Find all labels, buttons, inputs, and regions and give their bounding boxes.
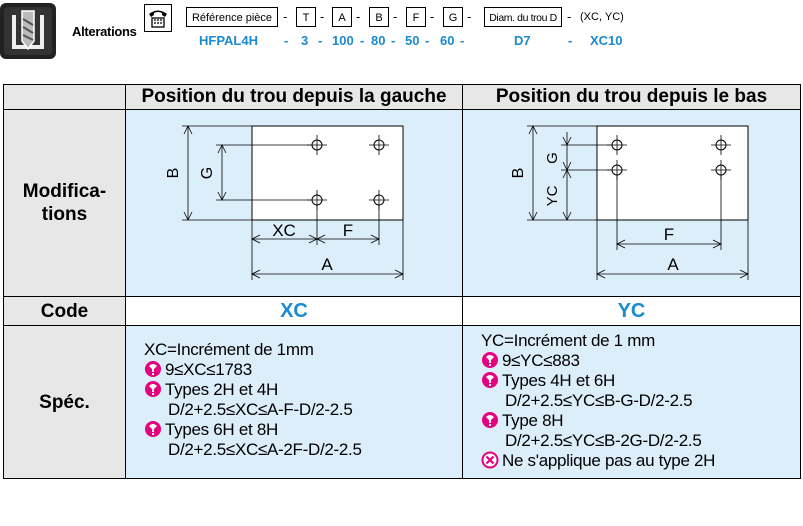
alterations-title: Alterations (72, 24, 137, 39)
alert-icon (482, 372, 498, 388)
dash: - (467, 9, 472, 24)
dim-b-label: B (510, 168, 527, 179)
dim-yc-label: YC (544, 185, 561, 206)
value-dash: - (460, 33, 465, 48)
code-box-a: A (332, 7, 352, 27)
dash: - (430, 9, 435, 24)
code-box-g: G (443, 7, 463, 27)
dim-a-label: A (321, 255, 333, 274)
dim-b-label: B (165, 168, 182, 179)
dim-a-label: A (667, 255, 679, 274)
dash: - (283, 9, 288, 24)
spec-left-line6: D/2+2.5≤XC≤A-2F-D/2-2.5 (168, 440, 362, 459)
value-part-ref: HFPAL4H (199, 33, 258, 48)
row-header-modifications: Modifica- tions (3, 109, 126, 297)
dash: - (320, 9, 325, 24)
value-dash: - (425, 33, 430, 48)
spec-right-line3: Types 4H et 6H (481, 371, 800, 391)
code-box-hole-dia: Diam. du trou D (484, 7, 562, 27)
code-box-f: F (406, 7, 426, 27)
alert-icon (145, 421, 161, 437)
spec-right-line4: D/2+2.5≤YC≤B-G-D/2-2.5 (505, 391, 693, 410)
drawing-left-cell: B G XC F A (125, 109, 463, 297)
value-dash: - (391, 33, 396, 48)
alert-icon (145, 361, 161, 377)
phone-icon (144, 4, 172, 32)
value-dash: - (360, 33, 365, 48)
row-header-code: Code (3, 296, 126, 326)
dim-g-label: G (544, 152, 561, 164)
alert-icon (482, 412, 498, 428)
right-hole-drawing: B G YC F A (510, 125, 749, 280)
left-hole-drawing: B G XC F A (165, 125, 404, 280)
dim-g-label: G (199, 167, 216, 179)
spec-right-line1: YC=Incrément de 1 mm (481, 331, 655, 350)
spec-right-line5: Type 8H (481, 411, 800, 431)
col-header-left: Position du trou depuis la gauche (125, 84, 463, 110)
value-b: 80 (371, 33, 386, 48)
code-right: YC (462, 296, 801, 326)
drawing-right-cell: B G YC F A (462, 109, 801, 297)
dim-f-label: F (343, 221, 353, 240)
value-dash: - (284, 33, 289, 48)
value-xc: XC10 (590, 33, 623, 48)
drill-bit-icon (0, 3, 56, 59)
alterations-table: Position du trou depuis la gauche Positi… (3, 84, 801, 479)
value-dash: - (568, 33, 573, 48)
spec-left-line4: D/2+2.5≤XC≤A-F-D/2-2.5 (168, 400, 353, 419)
spec-right-cell: YC=Incrément de 1 mm 9≤YC≤883 Types 4H e… (462, 325, 801, 479)
value-dash: - (318, 33, 323, 48)
value-g: 60 (440, 33, 455, 48)
spec-right-line6: D/2+2.5≤YC≤B-2G-D/2-2.5 (505, 431, 702, 450)
not-applicable-icon (481, 451, 499, 469)
alert-icon (482, 352, 498, 368)
code-left: XC (125, 296, 463, 326)
spec-right-line7: Ne s'applique pas au type 2H (481, 451, 800, 471)
spec-left-line1: XC=Incrément de 1mm (144, 340, 314, 359)
value-t: 3 (301, 33, 309, 48)
alert-icon (145, 381, 161, 397)
code-box-t: T (296, 7, 316, 27)
value-f: 50 (405, 33, 420, 48)
spec-left-line5: Types 6H et 8H (144, 420, 462, 440)
row-header-spec: Spéc. (3, 325, 126, 479)
corner-cell (3, 84, 126, 110)
code-box-b: B (369, 7, 389, 27)
dash: - (393, 9, 398, 24)
spec-right-line2: 9≤YC≤883 (481, 351, 800, 371)
col-header-right: Position du trou depuis le bas (462, 84, 801, 110)
dim-xc-label: XC (272, 221, 296, 240)
dim-f-label: F (664, 225, 674, 244)
dash: - (567, 9, 572, 24)
spec-left-cell: XC=Incrément de 1mm 9≤XC≤1783 Types 2H e… (125, 325, 463, 479)
code-xc-yc: (XC, YC) (580, 11, 624, 23)
value-a: 100 (332, 33, 354, 48)
code-box-part-ref: Référence pièce (186, 7, 278, 27)
value-hole-dia: D7 (514, 33, 531, 48)
dash: - (356, 9, 361, 24)
spec-left-line3: Types 2H et 4H (144, 380, 462, 400)
spec-left-line2: 9≤XC≤1783 (144, 360, 462, 380)
